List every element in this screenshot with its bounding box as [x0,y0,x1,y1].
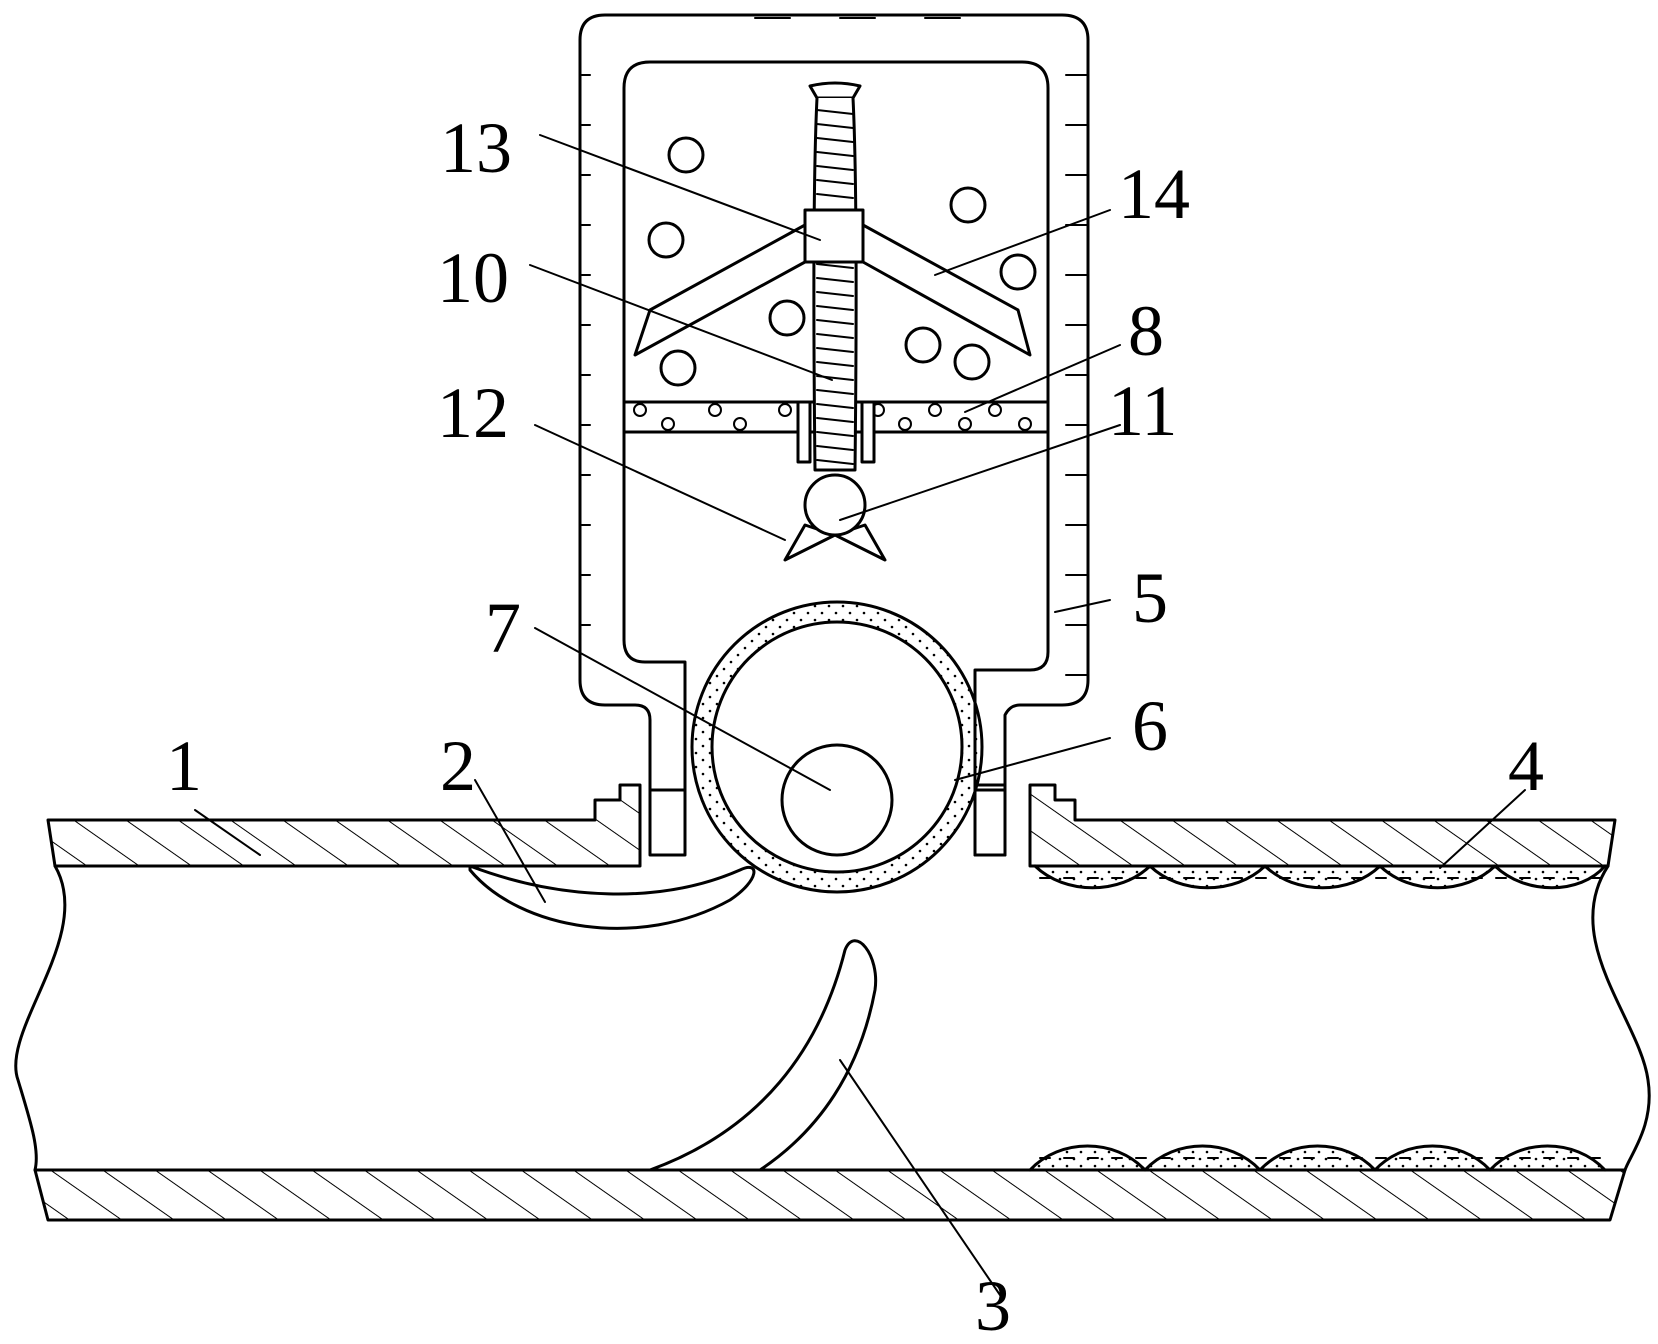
scraper-blades [633,223,1032,357]
pipe-body [14,783,1651,1222]
pipe-bottom-wall [33,1168,1627,1222]
callout-14: 14 [1118,154,1190,234]
slider-block [803,208,865,264]
callout-6: 6 [1132,686,1168,766]
callout-13: 13 [440,108,512,188]
ball-head [783,473,887,562]
vane-lower [648,939,878,1172]
callout-3: 3 [975,1266,1011,1344]
callout-10: 10 [437,238,509,318]
housing-ticks-right [1065,74,1089,676]
callout-1: 1 [166,726,202,806]
vane-upper [468,864,756,930]
housing-ticks-left [579,74,591,626]
callout-12: 12 [437,373,509,453]
screw-rod [808,81,862,472]
callout-7: 7 [485,588,521,668]
callout-labels: 1 2 3 4 5 6 7 8 10 11 12 13 14 [166,108,1544,1344]
callout-4: 4 [1508,726,1544,806]
particles [647,136,1037,387]
housing [578,13,1090,857]
housing-outer [578,13,1090,857]
bumps-bottom [1028,1144,1607,1172]
callout-5: 5 [1132,558,1168,638]
leader-lines [194,134,1526,1296]
drum [690,600,984,894]
callout-2: 2 [440,726,476,806]
bumps-top [1033,864,1607,890]
pipe-left-contour [14,864,67,1172]
callout-8: 8 [1128,291,1164,371]
pipe-top-wall-left [46,783,642,868]
callout-11: 11 [1108,371,1177,451]
pipe-right-contour [1591,864,1651,1172]
